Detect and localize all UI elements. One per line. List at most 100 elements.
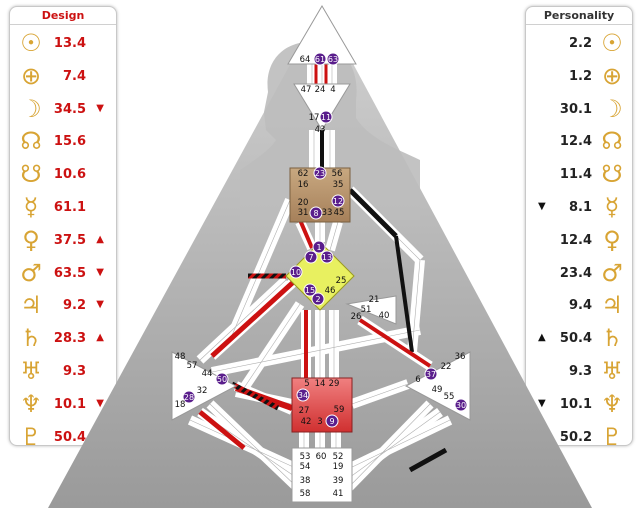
design-value: 9.3 (62, 364, 86, 379)
gate-number: 27 (299, 406, 310, 416)
design-row: ♆10.1▼ (10, 388, 116, 421)
gate-39: 39 (333, 476, 344, 486)
gate-number: 18 (175, 400, 186, 410)
channel-edge (209, 403, 301, 491)
gate-activation-circle (289, 265, 303, 279)
gate-number: 50 (217, 375, 227, 384)
personality-row: ♃9.4 (526, 289, 632, 322)
gate-37: 37 (424, 367, 438, 381)
gate-activation-circle (215, 372, 229, 386)
personality-row: ☿8.1▼ (526, 191, 632, 224)
design-row: ☽34.5▼ (10, 93, 116, 126)
design-row: ☿61.1 (10, 191, 116, 224)
gate-number: 60 (316, 452, 327, 462)
channel-activation (408, 447, 448, 473)
design-value: 34.5 (53, 101, 86, 117)
personality-value: 2.2 (568, 36, 592, 51)
gate-number: 35 (333, 180, 344, 190)
design-row: ⊕7.4 (10, 60, 116, 93)
design-value: 28.3 (53, 331, 86, 347)
gate-35: 35 (333, 180, 344, 190)
personality-row: ♄50.4▲ (526, 322, 632, 355)
gate-number: 30 (456, 401, 466, 410)
design-value: 63.5 (53, 265, 86, 281)
channel-activation (394, 235, 414, 353)
personality-row: ♇50.2 (526, 421, 632, 454)
gate-number: 3 (317, 417, 322, 427)
earth-icon: ⊕ (601, 61, 623, 90)
sun-icon: ☉ (601, 29, 623, 57)
gate-number: 54 (300, 462, 311, 472)
personality-arrow: ▼ (538, 397, 546, 409)
gate-32: 32 (197, 386, 208, 396)
gate-activation-circle (304, 250, 318, 264)
gate-56: 56 (332, 169, 343, 179)
gate-number: 11 (321, 113, 331, 122)
design-arrow: ▲ (96, 233, 104, 245)
personality-row: ♀12.4 (526, 224, 632, 257)
gate-number: 62 (298, 169, 309, 179)
gate-26: 26 (351, 312, 362, 322)
design-value: 13.4 (53, 36, 86, 51)
gate-20: 20 (298, 198, 309, 208)
personality-row: ♅ 9.3 (526, 355, 632, 388)
channel-activation (210, 274, 302, 358)
gate-17: 17 (309, 113, 320, 123)
channel-edge (199, 279, 287, 361)
design-value: 7.4 (62, 68, 86, 84)
gate-number: 53 (300, 452, 311, 462)
g-center (285, 241, 355, 311)
channel-activation (198, 410, 246, 450)
gate-number: 19 (333, 462, 344, 472)
north-node-icon: ☊ (20, 127, 42, 156)
gate-38: 38 (300, 476, 311, 486)
gate-36: 36 (455, 352, 466, 362)
personality-panel: Personality ☉2.2⊕1.2☽30.1☊12.4☋11.4☿8.1▼… (525, 6, 633, 451)
design-row: ♃9.2▼ (10, 289, 116, 322)
gate-24: 24 (315, 85, 326, 95)
gate-number: 39 (333, 476, 344, 486)
gate-23: 23 (313, 166, 327, 180)
centers (171, 5, 471, 503)
gate-number: 52 (333, 452, 344, 462)
gate-34: 34 (296, 388, 310, 402)
gate-number: 37 (426, 370, 436, 379)
design-row: ♄28.3▲ (10, 322, 116, 355)
gate-41: 41 (333, 489, 344, 499)
gate-number: 61 (315, 55, 325, 64)
gate-60: 60 (316, 452, 327, 462)
personality-value: 9.3 (568, 364, 592, 379)
uranus-icon: ♅ (601, 357, 623, 385)
personality-value: 12.4 (559, 134, 592, 150)
personality-row: ☉ 2.2 (526, 27, 632, 60)
gate-number: 10 (291, 268, 301, 277)
gate-number: 13 (322, 253, 332, 262)
gate-number: 4 (330, 85, 335, 95)
design-panel: Design ☉13.4⊕7.4☽34.5▼☊15.6☋10.6☿61.1♀37… (9, 6, 117, 451)
personality-row: ☽30.1 (526, 93, 632, 126)
gate-number: 33 (322, 208, 333, 218)
gate-number: 8 (313, 209, 318, 218)
gate-number: 38 (300, 476, 311, 486)
gate-activation-circle (331, 194, 345, 208)
personality-value: 1.2 (568, 68, 592, 84)
gate-number: 40 (379, 311, 390, 321)
gate-18: 18 (175, 400, 186, 410)
mercury-icon: ☿ (604, 193, 620, 221)
gate-number: 44 (202, 369, 213, 379)
gate-15: 15 (303, 283, 317, 297)
personality-row: ♂23.4 (526, 257, 632, 290)
personality-value: 50.2 (559, 429, 592, 445)
gate-51: 51 (361, 305, 372, 315)
design-row: ☉13.4 (10, 27, 116, 60)
gate-49: 49 (432, 385, 443, 395)
uranus-icon: ♅ (20, 357, 42, 385)
channel-edge (411, 259, 421, 353)
channels (187, 64, 453, 494)
design-value: 9.2 (62, 298, 86, 314)
gate-number: 41 (333, 489, 344, 499)
gate-number: 36 (455, 352, 466, 362)
gate-number: 7 (308, 253, 313, 262)
gate-number: 17 (309, 113, 320, 123)
gate-47: 47 (301, 85, 312, 95)
